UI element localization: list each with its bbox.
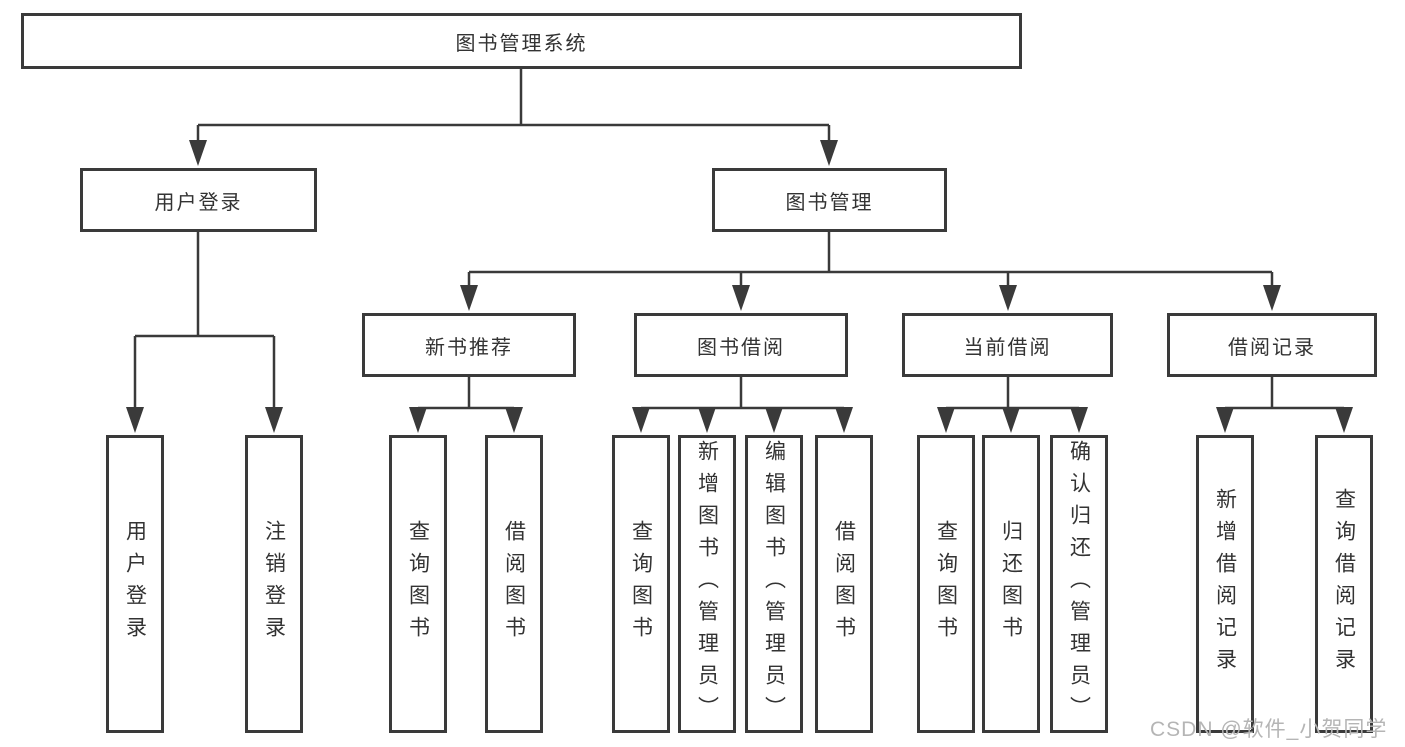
leaf-confirm-return-admin: 确认归还（管理员）: [1050, 435, 1108, 733]
leaf-label: 借阅图书: [832, 520, 856, 648]
leaf-edit-books-admin: 编辑图书（管理员）: [745, 435, 803, 733]
leaf-label: 注销登录: [262, 520, 286, 648]
leaf-borrow-books-recommend: 借阅图书: [485, 435, 543, 733]
leaf-add-borrow-record: 新增借阅记录: [1196, 435, 1254, 733]
leaf-label: 查询借阅记录: [1332, 488, 1356, 680]
leaf-query-books-recommend: 查询图书: [389, 435, 447, 733]
leaf-label: 查询图书: [406, 520, 430, 648]
node-book-management: 图书管理: [712, 168, 947, 232]
node-book-borrowing: 图书借阅: [634, 313, 848, 377]
leaf-logout: 注销登录: [245, 435, 303, 733]
node-current-borrowing: 当前借阅: [902, 313, 1113, 377]
leaf-query-borrow-record: 查询借阅记录: [1315, 435, 1373, 733]
node-borrowing-records: 借阅记录: [1167, 313, 1377, 377]
leaf-user-login: 用户登录: [106, 435, 164, 733]
node-root-system: 图书管理系统: [21, 13, 1022, 69]
leaf-label: 确认归还（管理员）: [1067, 440, 1091, 728]
leaf-label: 新增图书（管理员）: [695, 440, 719, 728]
leaf-label: 用户登录: [123, 520, 147, 648]
leaf-borrow-books: 借阅图书: [815, 435, 873, 733]
leaf-label: 查询图书: [629, 520, 653, 648]
node-new-book-recommendation: 新书推荐: [362, 313, 576, 377]
leaf-add-books-admin: 新增图书（管理员）: [678, 435, 736, 733]
leaf-label: 新增借阅记录: [1213, 488, 1237, 680]
leaf-query-books-borrow: 查询图书: [612, 435, 670, 733]
csdn-watermark: CSDN @软件_小贺同学: [1150, 718, 1388, 741]
leaf-label: 借阅图书: [502, 520, 526, 648]
node-user-login: 用户登录: [80, 168, 317, 232]
leaf-label: 查询图书: [934, 520, 958, 648]
leaf-return-books: 归还图书: [982, 435, 1040, 733]
leaf-label: 归还图书: [999, 520, 1023, 648]
leaf-query-books-current: 查询图书: [917, 435, 975, 733]
leaf-label: 编辑图书（管理员）: [762, 440, 786, 728]
